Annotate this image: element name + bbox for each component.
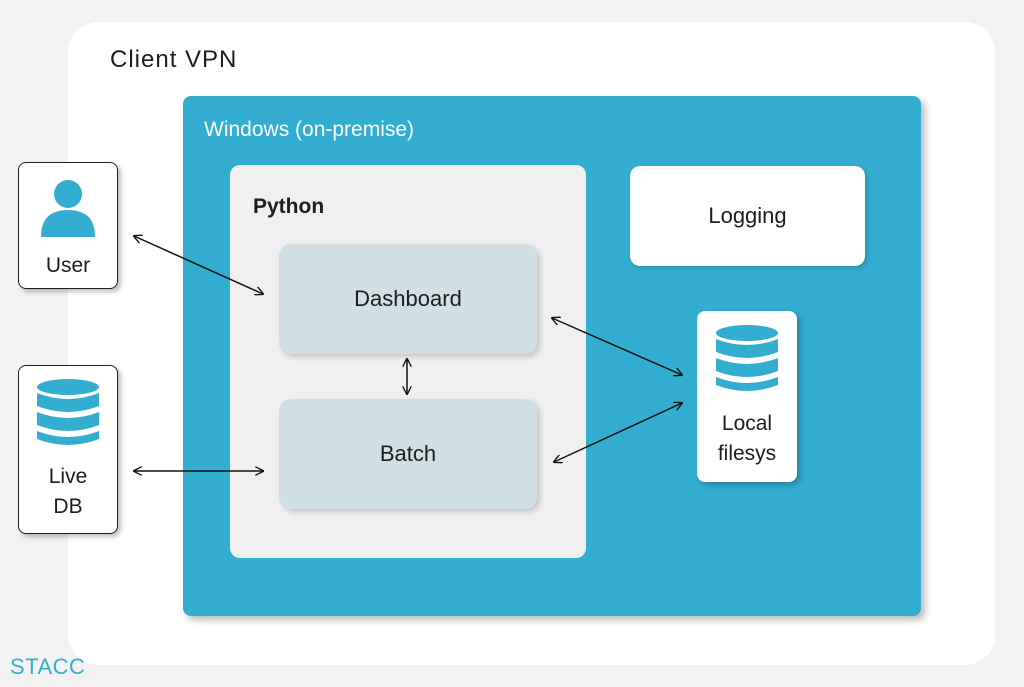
dashboard-label: Dashboard bbox=[354, 286, 462, 311]
database-icon bbox=[37, 379, 99, 445]
client-vpn-title: Client VPN bbox=[110, 46, 238, 73]
local-filesys-label-line1: Local bbox=[721, 412, 773, 435]
arrow-user-dashboard bbox=[134, 236, 263, 294]
live-db-label-line2: DB bbox=[53, 495, 83, 518]
python-title: Python bbox=[253, 195, 325, 218]
stacc-logo: STACC bbox=[10, 654, 86, 679]
user-label: User bbox=[45, 254, 91, 277]
logging-box: Logging bbox=[630, 166, 865, 266]
batch-label: Batch bbox=[379, 441, 437, 466]
dashboard-box: Dashboard bbox=[279, 244, 537, 354]
database-icon bbox=[716, 325, 778, 391]
arrow-dashboard-filesys bbox=[552, 318, 682, 375]
live-db-label-line1: Live bbox=[48, 465, 88, 488]
arrow-batch-filesys bbox=[554, 403, 682, 462]
logging-label: Logging bbox=[708, 203, 787, 228]
user-icon bbox=[41, 180, 95, 237]
windows-title: Windows (on-premise) bbox=[204, 118, 415, 141]
batch-box: Batch bbox=[279, 399, 537, 509]
local-filesys-node: Local filesys bbox=[697, 311, 797, 482]
live-db-node: Live DB bbox=[18, 365, 118, 534]
local-filesys-label-line2: filesys bbox=[717, 442, 777, 465]
user-node: User bbox=[18, 162, 118, 289]
